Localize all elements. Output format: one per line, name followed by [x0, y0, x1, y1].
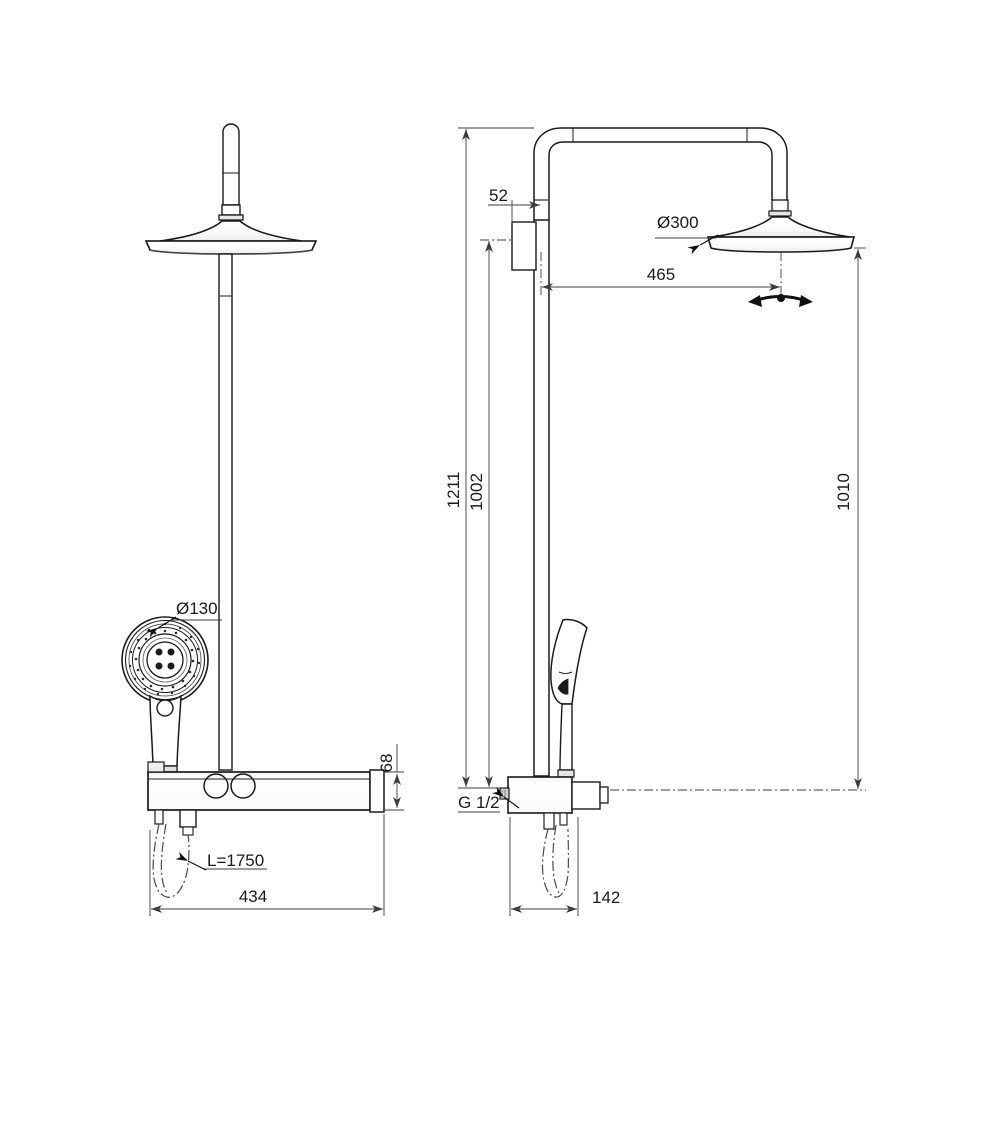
front-head-stem [218, 123, 244, 221]
dim-52-label: 52 [489, 186, 508, 205]
dim-depth: 142 [509, 817, 620, 916]
dim-head-height: 1010 [610, 247, 866, 791]
front-view-group: 68 Ø130 L=1750 434 [121, 123, 404, 916]
mixer-button-right[interactable] [230, 773, 256, 799]
side-shower-arm [533, 127, 792, 220]
side-view-group: 52 Ø300 465 [444, 127, 866, 916]
mixer-button-left[interactable] [203, 773, 229, 799]
dim-mixer-height: 68 [377, 744, 404, 811]
dim-bracket-offset: 52 [488, 186, 540, 224]
dim-riser-height: 1002 [467, 239, 512, 789]
dim-1002-label: 1002 [467, 473, 486, 511]
wall-bracket [511, 221, 537, 271]
front-riser-pipe [218, 253, 233, 771]
dim-g12-label: G 1/2 [458, 793, 500, 812]
dim-68-label: 68 [377, 754, 396, 773]
swivel-arrow-icon [748, 294, 813, 307]
dim-142-label: 142 [592, 888, 620, 907]
dim-1010-label: 1010 [834, 473, 853, 511]
front-hose [152, 823, 190, 898]
front-mixer-bar [147, 761, 385, 836]
side-hand-shower [550, 618, 588, 778]
dim-hand-shower-dia: Ø130 [145, 599, 222, 638]
dim-465-label: 465 [647, 265, 675, 284]
side-mixer-body [499, 776, 609, 898]
dim-arm-projection: 465 [540, 252, 782, 300]
side-head-shower [706, 216, 856, 253]
dim-130-label: Ø130 [176, 599, 218, 618]
dim-inlet-thread: G 1/2 [458, 786, 520, 813]
dim-1211-label: 1211 [444, 472, 463, 509]
dim-head-dia: Ø300 [655, 213, 719, 255]
dim-overall-width: 434 [149, 814, 385, 916]
dim-434-label: 434 [239, 887, 267, 906]
dim-hose-length: L=1750 [175, 851, 267, 871]
dim-1750-label: L=1750 [207, 851, 264, 870]
dim-300-label: Ø300 [657, 213, 699, 232]
side-riser-and-bracket [511, 219, 550, 777]
